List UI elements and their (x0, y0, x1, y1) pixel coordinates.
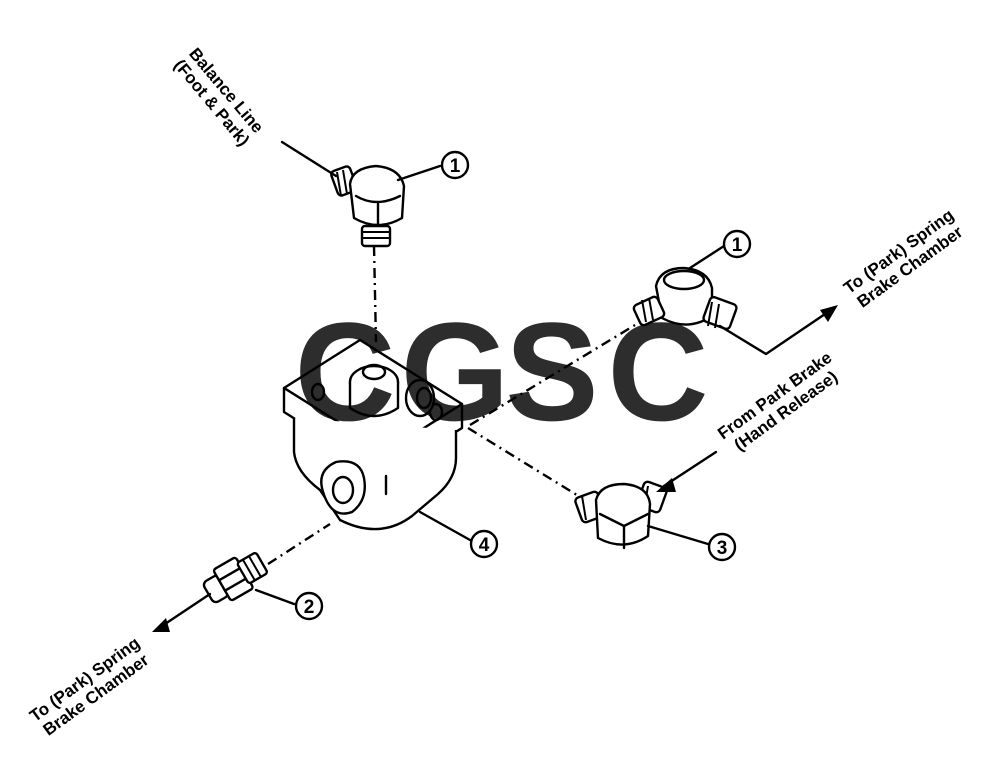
watermark-logo: C G S C (294, 293, 708, 450)
thread-line (641, 299, 647, 323)
elbow-top-body (348, 164, 406, 227)
arrow-from-park-head (656, 478, 676, 492)
balance-line-leader (280, 140, 338, 178)
tee-right-top-face (662, 269, 706, 291)
arrow-to-spring-right-line (718, 310, 830, 356)
leaders-and-arrows (152, 140, 838, 632)
thread-line (648, 297, 654, 321)
callout-1-right: 1 (732, 235, 743, 256)
assembly-line-left (267, 522, 331, 566)
callout-circle-2 (294, 591, 324, 621)
callout-1-right-leader (688, 244, 726, 270)
callout-2: 2 (304, 597, 315, 618)
mount-hole-left (310, 382, 326, 402)
callout-circle-1-right (722, 229, 752, 259)
assembly-lines (267, 245, 641, 566)
watermark-letter-1: C (294, 293, 395, 450)
fitting-tee-right (632, 266, 738, 331)
elbow-top-bottom-thread (360, 224, 392, 248)
thread-line (714, 303, 720, 329)
fitting-elbow-top (330, 164, 406, 248)
elbow-lower-body (594, 482, 652, 546)
callout-2-leader (254, 588, 296, 606)
arrow-from-park-line (662, 450, 718, 488)
tee-right-body (654, 266, 714, 326)
callout-circle-4 (469, 529, 499, 559)
elbow-top-facet (354, 194, 402, 204)
hex-edge (223, 576, 249, 592)
callout-circle-3 (707, 532, 737, 562)
callout-1-top-leader (396, 164, 442, 182)
valve-top-port-neck (348, 382, 400, 418)
tee-right-left-thread (632, 295, 666, 327)
watermark-letter-3: S (505, 293, 598, 450)
valve-body (282, 338, 464, 531)
hex-edge (217, 566, 243, 582)
thread-line (581, 495, 587, 521)
thread-line (342, 169, 348, 195)
thread-line (248, 555, 262, 578)
thread-line (336, 171, 342, 197)
callouts: 1 1 2 3 4 (294, 150, 752, 621)
callout-3-leader (646, 524, 710, 546)
valve-left-port-boss (320, 460, 366, 515)
fitting-hex-nipple (202, 552, 268, 604)
valve-right-port-hole (415, 386, 433, 410)
callout-circle-1-top (440, 150, 470, 180)
watermark-letter-2: G (401, 293, 510, 450)
arrow-to-spring-right-head (820, 305, 838, 322)
assembly-line-lower-right (467, 426, 586, 502)
watermark-letter-4: C (607, 293, 708, 450)
thread-line (241, 559, 256, 581)
callout-4-leader (418, 510, 472, 542)
valve-left-port-hole (331, 475, 355, 505)
fitting-elbow-lower-right (574, 480, 668, 550)
arrow-to-spring-left-line (160, 592, 212, 628)
arrow-to-spring-left-head (152, 618, 170, 632)
callout-3: 3 (717, 538, 728, 559)
callout-1-top: 1 (450, 156, 461, 177)
thread-line (707, 301, 713, 327)
assembly-line-top (372, 245, 378, 343)
callout-4: 4 (479, 535, 490, 556)
valve-top-port-hole (361, 363, 387, 381)
